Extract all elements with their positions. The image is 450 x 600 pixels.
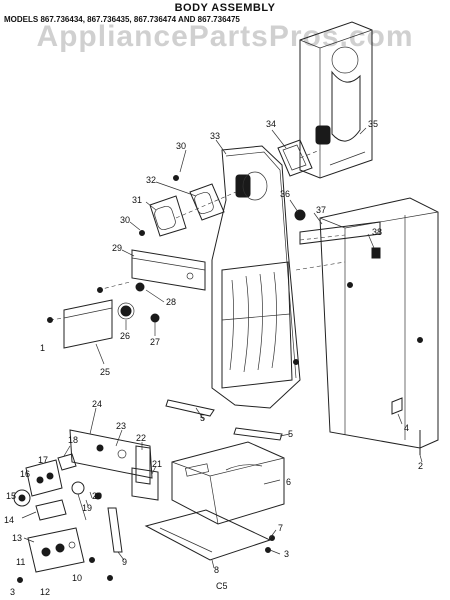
callout-14: 14 bbox=[4, 515, 15, 525]
callout-35: 35 bbox=[368, 119, 379, 129]
part-35-top-panel bbox=[299, 21, 373, 179]
callout-20: 20 bbox=[92, 491, 103, 501]
callout-12: 12 bbox=[40, 587, 51, 597]
callout-2: 2 bbox=[418, 461, 424, 471]
callout-34: 34 bbox=[266, 119, 277, 129]
part-37-rail bbox=[299, 221, 381, 245]
callout-19: 19 bbox=[82, 503, 93, 513]
callout-32: 32 bbox=[146, 175, 157, 185]
part-4-clip bbox=[391, 397, 403, 415]
callout-18: 18 bbox=[68, 435, 79, 445]
part-31-gasket bbox=[149, 195, 187, 237]
part-29-bracket bbox=[131, 249, 206, 291]
part-9-rod bbox=[107, 507, 123, 553]
callout-21: 21 bbox=[152, 459, 163, 469]
part-18-switch bbox=[57, 453, 77, 471]
part-10-12-base-assembly bbox=[27, 527, 85, 573]
part-25-bracket bbox=[49, 281, 131, 349]
part-27-screw bbox=[150, 313, 160, 323]
part-34-gasket bbox=[277, 139, 321, 177]
part-21-plate bbox=[131, 467, 159, 501]
callout-30-upper: 30 bbox=[176, 141, 187, 151]
callout-37: 37 bbox=[316, 205, 327, 215]
callout-28: 28 bbox=[166, 297, 177, 307]
callout-30-lower: 30 bbox=[120, 215, 131, 225]
diagram-title: BODY ASSEMBLY bbox=[174, 2, 276, 14]
callout-25: 25 bbox=[100, 367, 111, 377]
callout-15: 15 bbox=[6, 491, 17, 501]
callout-3-right: 3 bbox=[284, 549, 290, 559]
callout-24: 24 bbox=[92, 399, 103, 409]
part-15-knob bbox=[13, 489, 31, 507]
callout-23: 23 bbox=[116, 421, 127, 431]
callout-4: 4 bbox=[404, 423, 410, 433]
callout-5-right: 5 bbox=[288, 429, 294, 439]
callout-31: 31 bbox=[132, 195, 143, 205]
callout-3-left: 3 bbox=[10, 587, 16, 597]
part-23-control-panel bbox=[69, 429, 153, 479]
part-6-tray bbox=[171, 441, 285, 525]
callout-33: 33 bbox=[210, 131, 221, 141]
callout-7: 7 bbox=[278, 523, 284, 533]
callout-38: 38 bbox=[372, 227, 383, 237]
part-26-grommet bbox=[120, 305, 132, 317]
part-19-20-thermostat bbox=[71, 481, 102, 521]
part-5-strap-right bbox=[233, 427, 283, 441]
part-32-gasket bbox=[189, 183, 225, 221]
callout-5-left: 5 bbox=[200, 413, 206, 423]
callout-13: 13 bbox=[12, 533, 23, 543]
page-code: C5 bbox=[216, 581, 228, 591]
part-33-main-liner bbox=[211, 145, 301, 409]
callout-36-upper: 36 bbox=[280, 189, 291, 199]
part-8-base-plate bbox=[144, 509, 272, 561]
part-14-bracket bbox=[35, 499, 67, 521]
cabinet-side-wall bbox=[295, 197, 439, 449]
callout-27: 27 bbox=[150, 337, 161, 347]
watermark: AppliancePartsPros.com bbox=[36, 20, 414, 53]
callout-16: 16 bbox=[20, 469, 31, 479]
callout-1: 1 bbox=[40, 343, 46, 353]
part-28-clip bbox=[135, 282, 145, 292]
part-5-strap-left bbox=[165, 399, 215, 417]
callout-8: 8 bbox=[214, 565, 220, 575]
callout-17: 17 bbox=[38, 455, 49, 465]
callout-11: 11 bbox=[16, 557, 26, 567]
callout-9: 9 bbox=[122, 557, 128, 567]
leader-lines bbox=[21, 127, 423, 569]
callout-29: 29 bbox=[112, 243, 123, 253]
callout-6: 6 bbox=[286, 477, 292, 487]
part-22-bracket bbox=[135, 445, 151, 485]
callout-10: 10 bbox=[72, 573, 83, 583]
callout-26: 26 bbox=[120, 331, 131, 341]
part-38-clip bbox=[371, 247, 381, 259]
part-36-plug bbox=[294, 209, 306, 221]
part-16-switch-body bbox=[25, 459, 63, 497]
callout-22: 22 bbox=[136, 433, 147, 443]
model-numbers: MODELS 867.736434, 867.736435, 867.73647… bbox=[4, 15, 240, 24]
